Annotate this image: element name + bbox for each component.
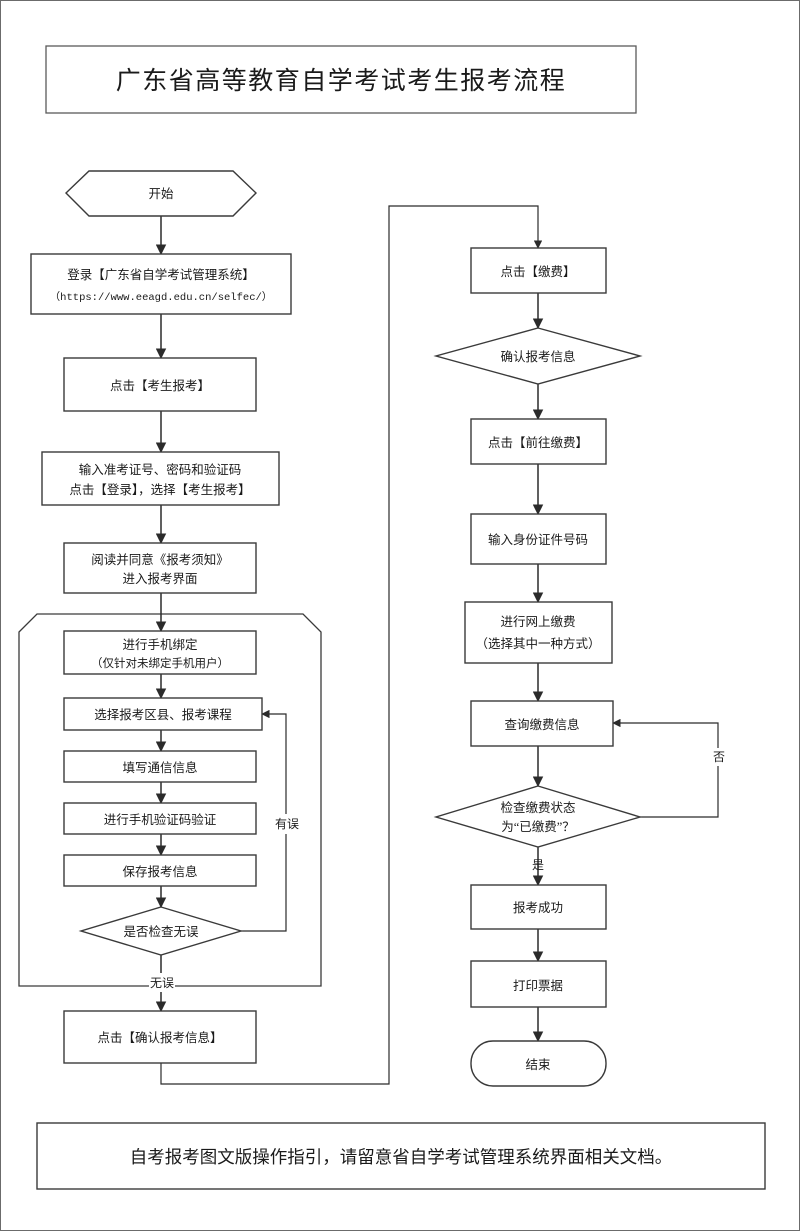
node-confirm-info[interactable]: 点击【确认报考信息】 bbox=[63, 1010, 257, 1064]
node-save-info[interactable]: 保存报考信息 bbox=[63, 854, 257, 887]
node-bind-phone[interactable]: 进行手机绑定 （仅针对未绑定手机用户） bbox=[63, 630, 257, 675]
query-pay-box bbox=[470, 700, 614, 747]
right-column-connectors bbox=[532, 293, 719, 1043]
footer-note: 自考报考图文版操作指引，请留意省自学考试管理系统界面相关文档。 bbox=[130, 1147, 673, 1167]
input-login-box bbox=[41, 451, 280, 506]
footer-block: 自考报考图文版操作指引，请留意省自学考试管理系统界面相关文档。 bbox=[36, 1122, 766, 1190]
read-notice-box bbox=[63, 542, 257, 594]
online-pay-label-line1: 进行网上缴费 bbox=[500, 614, 575, 629]
save-info-box bbox=[63, 854, 257, 887]
click-pay-box bbox=[470, 247, 607, 294]
node-fill-contact[interactable]: 填写通信信息 bbox=[63, 750, 257, 783]
check-ok-label: 是否检查无误 bbox=[123, 924, 199, 939]
node-select-area[interactable]: 选择报考区县、报考课程 bbox=[63, 697, 263, 731]
registration-loop-group bbox=[18, 613, 322, 987]
login-label-line2: （https://www.eeagd.edu.cn/selfec/） bbox=[50, 291, 273, 304]
input-id-box bbox=[470, 513, 607, 565]
login-box bbox=[30, 253, 292, 315]
node-confirm-reg[interactable]: 确认报考信息 bbox=[433, 327, 643, 385]
page-title: 广东省高等教育自学考试考生报考流程 bbox=[116, 67, 567, 95]
login-label-line1: 登录【广东省自学考试管理系统】 bbox=[67, 267, 255, 282]
mask-error-label bbox=[275, 814, 299, 834]
fill-contact-box bbox=[63, 750, 257, 783]
left-column-connectors bbox=[155, 205, 543, 1085]
node-verify-sms[interactable]: 进行手机验证码验证 bbox=[63, 802, 257, 835]
fill-contact-label: 填写通信信息 bbox=[122, 760, 197, 775]
node-check-ok[interactable]: 是否检查无误 bbox=[78, 906, 244, 956]
check-paid-label-line1: 检查缴费状态 bbox=[500, 800, 575, 815]
print-receipt-box bbox=[470, 960, 607, 1008]
bind-phone-box bbox=[63, 630, 257, 675]
print-receipt-label: 打印票据 bbox=[513, 979, 563, 993]
title-box bbox=[45, 45, 637, 114]
check-paid-diamond bbox=[433, 785, 643, 848]
node-reg-success[interactable]: 报考成功 bbox=[470, 884, 607, 930]
confirm-reg-diamond bbox=[433, 327, 643, 385]
online-pay-label-line2: （选择其中一种方式） bbox=[475, 636, 600, 651]
confirm-reg-label: 确认报考信息 bbox=[500, 349, 575, 364]
node-print-receipt[interactable]: 打印票据 bbox=[470, 960, 607, 1008]
title-block: 广东省高等教育自学考试考生报考流程 bbox=[45, 45, 637, 114]
confirm-info-label: 点击【确认报考信息】 bbox=[97, 1030, 222, 1045]
edge-confirminfo-clickpay bbox=[160, 205, 543, 1085]
online-pay-box bbox=[464, 601, 613, 664]
edge-label-paid: 是 bbox=[532, 858, 544, 872]
node-goto-pay[interactable]: 点击【前往缴费】 bbox=[470, 418, 607, 465]
edge-label-no-error-top: 无误 bbox=[150, 976, 174, 990]
input-id-label: 输入身份证件号码 bbox=[488, 532, 588, 547]
start-hexagon bbox=[64, 170, 258, 217]
check-paid-label-line2: 为“已缴费”？ bbox=[501, 819, 575, 834]
click-exam-label: 点击【考生报考】 bbox=[110, 378, 210, 393]
read-notice-label-line1: 阅读并同意《报考须知》 bbox=[91, 552, 229, 567]
confirm-info-box bbox=[63, 1010, 257, 1064]
goto-pay-label: 点击【前往缴费】 bbox=[488, 435, 588, 450]
check-ok-diamond bbox=[78, 906, 244, 956]
verify-sms-label: 进行手机验证码验证 bbox=[104, 812, 217, 827]
start-label: 开始 bbox=[148, 187, 174, 201]
node-input-login[interactable]: 输入准考证号、密码和验证码 点击【登录】，选择【考生报考】 bbox=[41, 451, 280, 506]
end-label: 结束 bbox=[525, 1058, 551, 1072]
read-notice-label-line2: 进入报考界面 bbox=[122, 571, 197, 586]
query-pay-label: 查询缴费信息 bbox=[504, 717, 579, 732]
bind-phone-label-line2: （仅针对未绑定手机用户） bbox=[91, 656, 229, 670]
click-exam-box bbox=[63, 357, 257, 412]
node-input-id[interactable]: 输入身份证件号码 bbox=[470, 513, 607, 565]
edge-label-error-top: 有误 bbox=[275, 817, 299, 831]
node-query-pay[interactable]: 查询缴费信息 bbox=[470, 700, 614, 747]
save-info-label: 保存报考信息 bbox=[122, 864, 197, 879]
select-area-box bbox=[63, 697, 263, 731]
mask-notpaid-label bbox=[709, 748, 729, 766]
goto-pay-box bbox=[470, 418, 607, 465]
end-stadium bbox=[470, 1040, 607, 1087]
node-online-pay[interactable]: 进行网上缴费 （选择其中一种方式） bbox=[464, 601, 613, 664]
input-login-label-line2: 点击【登录】，选择【考生报考】 bbox=[69, 482, 250, 497]
node-click-pay[interactable]: 点击【缴费】 bbox=[470, 247, 607, 294]
reg-success-label: 报考成功 bbox=[513, 900, 563, 915]
node-check-paid[interactable]: 检查缴费状态 为“已缴费”？ bbox=[433, 785, 643, 848]
verify-sms-box bbox=[63, 802, 257, 835]
mask-noerror-label bbox=[149, 973, 175, 992]
click-pay-label: 点击【缴费】 bbox=[500, 264, 575, 279]
node-start[interactable]: 开始 bbox=[64, 170, 258, 217]
node-click-exam[interactable]: 点击【考生报考】 bbox=[63, 357, 257, 412]
input-login-label-line1: 输入准考证号、密码和验证码 bbox=[79, 462, 242, 477]
node-login[interactable]: 登录【广东省自学考试管理系统】 （https://www.eeagd.edu.c… bbox=[30, 253, 292, 315]
footer-box bbox=[36, 1122, 766, 1190]
bind-phone-label-line1: 进行手机绑定 bbox=[122, 637, 197, 652]
node-read-notice[interactable]: 阅读并同意《报考须知》 进入报考界面 bbox=[63, 542, 257, 594]
edge-label-not-paid-top: 否 bbox=[713, 750, 725, 764]
select-area-label: 选择报考区县、报考课程 bbox=[94, 707, 232, 722]
node-end[interactable]: 结束 bbox=[470, 1040, 607, 1087]
edge-notpaid-loopback bbox=[612, 718, 719, 818]
reg-success-box bbox=[470, 884, 607, 930]
